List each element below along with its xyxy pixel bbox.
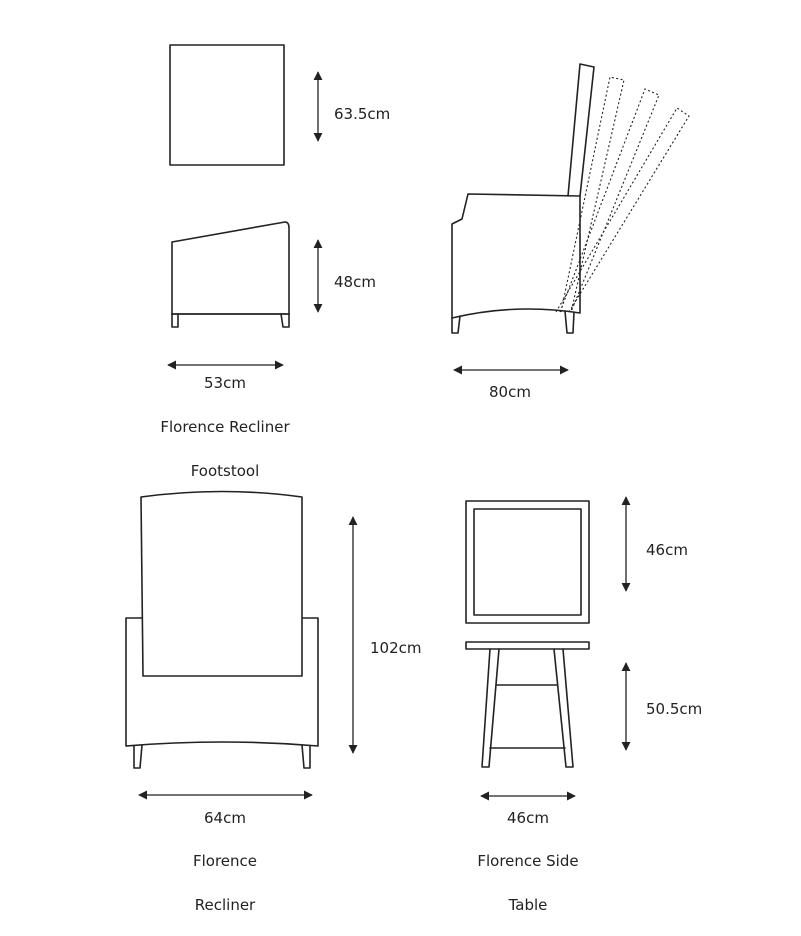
table-top-view — [465, 500, 590, 624]
table-depth-label: 46cm — [646, 541, 688, 559]
footstool-leg-left — [171, 313, 179, 328]
footstool-width-label: 53cm — [204, 374, 246, 392]
table-leg-left — [481, 648, 500, 768]
recliner-height-label: 102cm — [370, 639, 422, 657]
footstool-caption-line2: Footstool — [191, 462, 260, 480]
footstool-height-label: 48cm — [334, 273, 376, 291]
footstool-depth-label: 63.5cm — [334, 105, 390, 123]
footstool-leg-right — [280, 313, 290, 328]
table-leg-right — [553, 648, 574, 768]
table-top-surface — [465, 641, 590, 650]
recliner-side-view — [451, 63, 690, 334]
recliner-side-leg-front — [451, 315, 461, 334]
table-side-view — [465, 641, 590, 768]
recliner-backrest-upright — [567, 63, 595, 197]
table-caption-line1: Florence Side — [477, 852, 578, 870]
recliner-depth-label: 80cm — [489, 383, 531, 401]
recliner-front-leg-left — [133, 744, 143, 769]
table-width-label: 46cm — [507, 809, 549, 827]
footstool-caption-line1: Florence Recliner — [160, 418, 290, 436]
recliner-caption-line2: Recliner — [195, 896, 256, 914]
recliner-front-view — [125, 490, 319, 769]
recliner-caption-line1: Florence — [193, 852, 257, 870]
recline-positions — [555, 76, 690, 313]
table-height-label: 50.5cm — [646, 700, 702, 718]
recliner-side-leg-back — [564, 310, 575, 334]
footstool-side-view — [171, 221, 290, 328]
table-caption-line2: Table — [508, 896, 548, 914]
footstool-top-view — [169, 44, 285, 166]
recliner-front-leg-right — [301, 744, 311, 769]
recliner-width-label: 64cm — [204, 809, 246, 827]
